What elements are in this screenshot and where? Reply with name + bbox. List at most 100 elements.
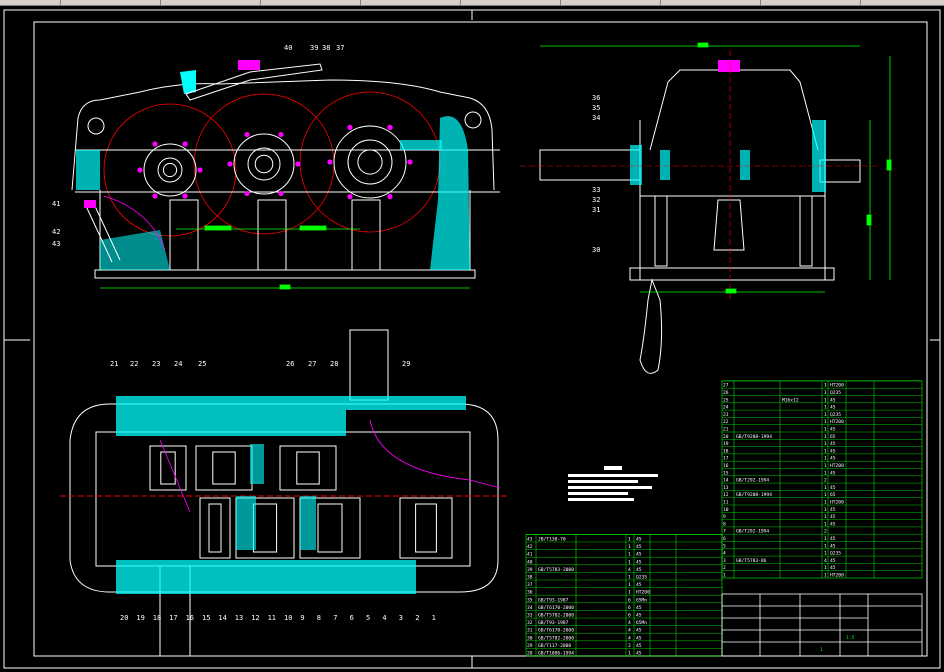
bolt-hole [152,193,158,199]
toolbar-separator [460,0,461,5]
front-hatching [76,70,470,270]
bom-cell: 1 [824,551,827,557]
part-callout: 37 [336,44,344,52]
bom-cell: 45 [636,544,642,550]
gear-body [399,497,453,559]
bom-cell: 33 [527,613,533,619]
part-callout: 28 [330,360,338,368]
bom-cell: 45 [636,613,642,619]
part-callout: 35 [592,104,600,112]
bom-cell: 45 [830,507,836,513]
bom-cell: 45 [830,441,836,447]
toolbar-separator [260,0,261,5]
toolbar-separator [60,0,61,5]
bom-cell: 35 [527,597,533,603]
bom-cell: 18 [723,448,729,454]
bolt-hole [295,161,301,167]
bom-cell: 45 [830,470,836,476]
bom-cell: 43 [527,537,533,543]
bom-cell: GB/T5782-2000 [538,613,574,619]
bom-cell: 1 [824,419,827,425]
toolbar-separator [360,0,361,5]
scale-value: 1:5 [846,635,855,641]
bom-cell: 21 [723,427,729,433]
part-callout: 42 [52,228,60,236]
bom-cell: 45 [636,582,642,588]
bom-cell: 45 [830,543,836,549]
bom-cell: Q235 [830,390,841,396]
bom-cell: 45 [636,635,642,641]
part-callout: 25 [198,360,206,368]
part-callout: 1 [432,614,436,622]
bom-cell: 1 [824,383,827,389]
part-callout: 6 [350,614,354,622]
bom-cell: 45 [830,405,836,411]
bom-cell: 6 [628,613,631,619]
gear-train [149,444,453,559]
bearing-seat [137,141,203,199]
part-callout: 30 [592,246,600,254]
part-callout: 16 [186,614,194,622]
toolbar-separator [560,0,561,5]
bom-cell: 1 [628,590,631,596]
bolt-hole [182,141,188,147]
bom-cell: 24 [723,405,729,411]
bolt-hole [227,161,233,167]
bolt-hole [182,193,188,199]
bom-cell: 1 [824,500,827,506]
bom-cell: 1 [824,397,827,403]
part-callout: 29 [402,360,410,368]
bom-cell: 26 [723,390,729,396]
bom-cell: 45 [830,536,836,542]
bearing-seat [327,124,413,200]
part-callout: 5 [366,614,370,622]
bom-cell: 1 [824,463,827,469]
part-callout: 4 [382,614,386,622]
part-callout: 18 [153,614,161,622]
part-callout: 10 [284,614,292,622]
bom-cell: 45 [830,565,836,571]
bom-cell: 7 [723,529,726,535]
bom-cell: 1 [824,412,827,418]
side-hatching [630,120,826,192]
bom-cell: GB/T6170-2000 [538,628,574,634]
bolt-hole [387,194,393,200]
bom-cell: GB/T93-1987 [538,597,569,603]
bom-cell: 1 [628,544,631,550]
pitch-circle [299,91,441,233]
bom-cell: GB/T5783-2000 [538,567,574,573]
part-callout: 21 [110,360,118,368]
part-callout: 24 [174,360,182,368]
bom-cell: 39 [527,567,533,573]
bom-cell: 29 [527,643,533,649]
bom-cell: 1 [824,536,827,542]
bom-cell: 31 [527,628,533,634]
bom-cell: 1 [824,456,827,462]
bolt-hole [197,167,203,173]
bom-cell: 30 [527,635,533,641]
bom-cell: GB/T9208-1994 [736,434,772,440]
side-dimensions [540,42,892,294]
bom-cell: 17 [723,456,729,462]
part-callout: 13 [235,614,243,622]
inspection-cover [185,60,323,101]
part-callout: 31 [592,206,600,214]
bom-cell: 6 [628,605,631,611]
part-callout: 2 [415,614,419,622]
part-callout: 23 [152,360,160,368]
bom-cell: JB/T130-70 [538,537,566,543]
cad-toolbar[interactable] [0,0,944,6]
side-centerlines [520,50,880,300]
bom-cell: 4 [723,551,726,557]
bom-cell: 1 [824,565,827,571]
bom-cell: 4 [824,558,827,564]
bom-cell: 1 [824,405,827,411]
bom-cell: 38 [527,575,533,581]
top-hatching [116,396,466,594]
